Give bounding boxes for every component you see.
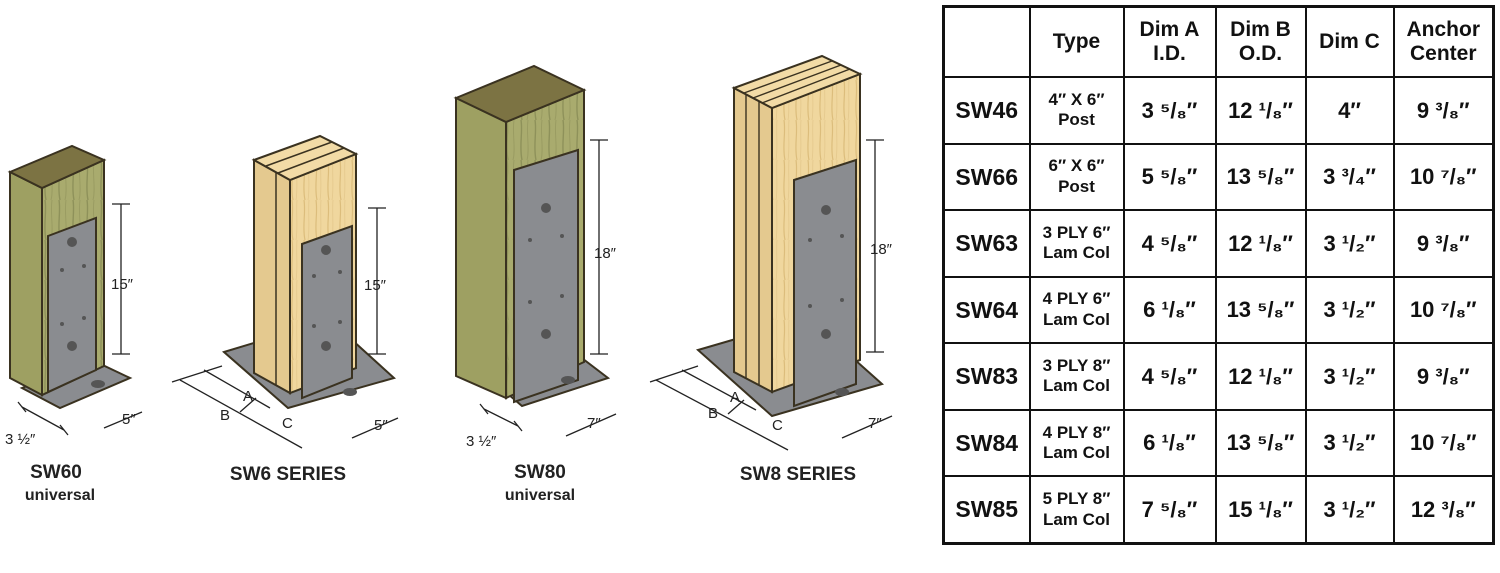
- sw60-height-label: 15″: [111, 276, 134, 293]
- sw60-post-side: [9, 170, 43, 397]
- sw80-width-label: 3 ½″: [466, 433, 497, 450]
- sw60-depth-label: 5″: [122, 411, 136, 428]
- cell-type: 3 PLY 6″Lam Col: [1028, 209, 1125, 278]
- cell-dim-b: 15 ¹/₈″: [1214, 475, 1307, 545]
- sw80-bracket-illustration: 18″ 3 ½″ 7″ SW80 universal: [453, 64, 617, 504]
- product-diagram: 15″ 3 ½″ 5″ SW60 universal 15″ A B C: [5, 54, 893, 504]
- table-row: SW85 5 PLY 8″Lam Col 7 ⁵/₈″ 15 ¹/₈″ 3 ¹/…: [942, 475, 1495, 545]
- cell-anchor-center: 10 ⁷/₈″: [1392, 408, 1495, 478]
- sw6-post-side: [253, 158, 291, 395]
- sw80-post-side: [455, 96, 507, 400]
- cell-dim-b: 13 ⁵/₈″: [1214, 142, 1307, 212]
- sw8-label-a: A: [730, 389, 740, 406]
- sw6-bracket-plate: [301, 224, 353, 400]
- cell-type: 4 PLY 6″Lam Col: [1028, 275, 1125, 345]
- cell-dim-b: 12 ¹/₈″: [1214, 209, 1307, 278]
- sw80-post-top: [453, 64, 587, 124]
- sw80-height-label: 18″: [594, 245, 617, 262]
- cell-dim-b: 12 ¹/₈″: [1214, 76, 1307, 145]
- table-row: SW66 6″ X 6″Post 5 ⁵/₈″ 13 ⁵/₈″ 3 ³/₄″ 1…: [942, 142, 1495, 212]
- cell-type: 5 PLY 8″Lam Col: [1028, 475, 1125, 545]
- sw6-label-c: C: [282, 415, 293, 432]
- cell-dim-b: 13 ⁵/₈″: [1214, 408, 1307, 478]
- cell-dim-a: 7 ⁵/₈″: [1122, 475, 1217, 545]
- cell-dim-c: 3 ¹/₂″: [1304, 275, 1395, 345]
- sw8-bracket-plate: [793, 158, 857, 408]
- table-row: SW64 4 PLY 6″Lam Col 6 ¹/₈″ 13 ⁵/₈″ 3 ¹/…: [942, 275, 1495, 345]
- cell-dim-a: 3 ⁵/₈″: [1122, 76, 1217, 145]
- sw60-subtitle: universal: [25, 487, 95, 504]
- cell-model: SW66: [942, 142, 1031, 212]
- table-row: SW63 3 PLY 6″Lam Col 4 ⁵/₈″ 12 ¹/₈″ 3 ¹/…: [942, 209, 1495, 278]
- sw80-name: SW80: [514, 462, 566, 483]
- cell-dim-c: 3 ¹/₂″: [1304, 342, 1395, 411]
- sw60-width-label: 3 ½″: [5, 431, 36, 448]
- cell-model: SW64: [942, 275, 1031, 345]
- cell-dim-a: 4 ⁵/₈″: [1122, 209, 1217, 278]
- sw6-series-name: SW6 SERIES: [230, 464, 346, 485]
- cell-type: 4 PLY 8″Lam Col: [1028, 408, 1125, 478]
- sw60-bracket-plate: [47, 216, 97, 394]
- sw60-bracket-illustration: 15″ 3 ½″ 5″ SW60 universal: [5, 144, 143, 504]
- sw6-label-b: B: [220, 407, 230, 424]
- sw6-post-top: [251, 134, 359, 182]
- cell-anchor-center: 9 ³/₈″: [1392, 209, 1495, 278]
- cell-dim-c: 3 ¹/₂″: [1304, 475, 1395, 545]
- cell-dim-a: 6 ¹/₈″: [1122, 275, 1217, 345]
- sw8-label-b: B: [708, 405, 718, 422]
- cell-dim-c: 3 ¹/₂″: [1304, 408, 1395, 478]
- table-row: SW84 4 PLY 8″Lam Col 6 ¹/₈″ 13 ⁵/₈″ 3 ¹/…: [942, 408, 1495, 478]
- cell-model: SW85: [942, 475, 1031, 545]
- sw8-label-c: C: [772, 417, 783, 434]
- cell-dim-c: 4″: [1304, 76, 1395, 145]
- cell-anchor-center: 9 ³/₈″: [1392, 342, 1495, 411]
- cell-type: 6″ X 6″Post: [1028, 142, 1125, 212]
- cell-dim-c: 3 ³/₄″: [1304, 142, 1395, 212]
- sw6-height-label: 15″: [364, 277, 387, 294]
- header-model: [942, 5, 1031, 78]
- cell-type: 4″ X 6″Post: [1028, 76, 1125, 145]
- cell-anchor-center: 10 ⁷/₈″: [1392, 275, 1495, 345]
- header-dim-c: Dim C: [1304, 5, 1395, 78]
- cell-dim-a: 4 ⁵/₈″: [1122, 342, 1217, 411]
- sw6-label-a: A: [243, 388, 253, 405]
- cell-model: SW84: [942, 408, 1031, 478]
- cell-anchor-center: 9 ³/₈″: [1392, 76, 1495, 145]
- cell-dim-b: 12 ¹/₈″: [1214, 342, 1307, 411]
- cell-dim-a: 6 ¹/₈″: [1122, 408, 1217, 478]
- sw8-series-name: SW8 SERIES: [740, 464, 856, 485]
- sw80-subtitle: universal: [505, 487, 575, 504]
- sw80-bracket-plate: [513, 148, 579, 404]
- sw8-height-label: 18″: [870, 241, 893, 258]
- cell-model: SW46: [942, 76, 1031, 145]
- cell-dim-c: 3 ¹/₂″: [1304, 209, 1395, 278]
- cell-model: SW63: [942, 209, 1031, 278]
- cell-dim-a: 5 ⁵/₈″: [1122, 142, 1217, 212]
- cell-anchor-center: 10 ⁷/₈″: [1392, 142, 1495, 212]
- sw8-series-bracket-illustration: 18″ A B C 7″ SW8 SERIES: [649, 54, 893, 485]
- sw60-name: SW60: [30, 462, 82, 483]
- sw8-post-side: [733, 86, 773, 394]
- header-type: Type: [1028, 5, 1125, 78]
- sw8-depth-label: 7″: [868, 415, 882, 432]
- sw6-depth-label: 5″: [374, 417, 388, 434]
- sw80-depth-label: 7″: [587, 415, 601, 432]
- sw60-post-top: [7, 144, 107, 190]
- cell-anchor-center: 12 ³/₈″: [1392, 475, 1495, 545]
- table-row: SW83 3 PLY 8″Lam Col 4 ⁵/₈″ 12 ¹/₈″ 3 ¹/…: [942, 342, 1495, 411]
- sw6-series-bracket-illustration: 15″ A B C 5″ SW6 SERIES: [171, 134, 399, 485]
- cell-type: 3 PLY 8″Lam Col: [1028, 342, 1125, 411]
- cell-dim-b: 13 ⁵/₈″: [1214, 275, 1307, 345]
- cell-model: SW83: [942, 342, 1031, 411]
- table-row: SW46 4″ X 6″Post 3 ⁵/₈″ 12 ¹/₈″ 4″ 9 ³/₈…: [942, 76, 1495, 145]
